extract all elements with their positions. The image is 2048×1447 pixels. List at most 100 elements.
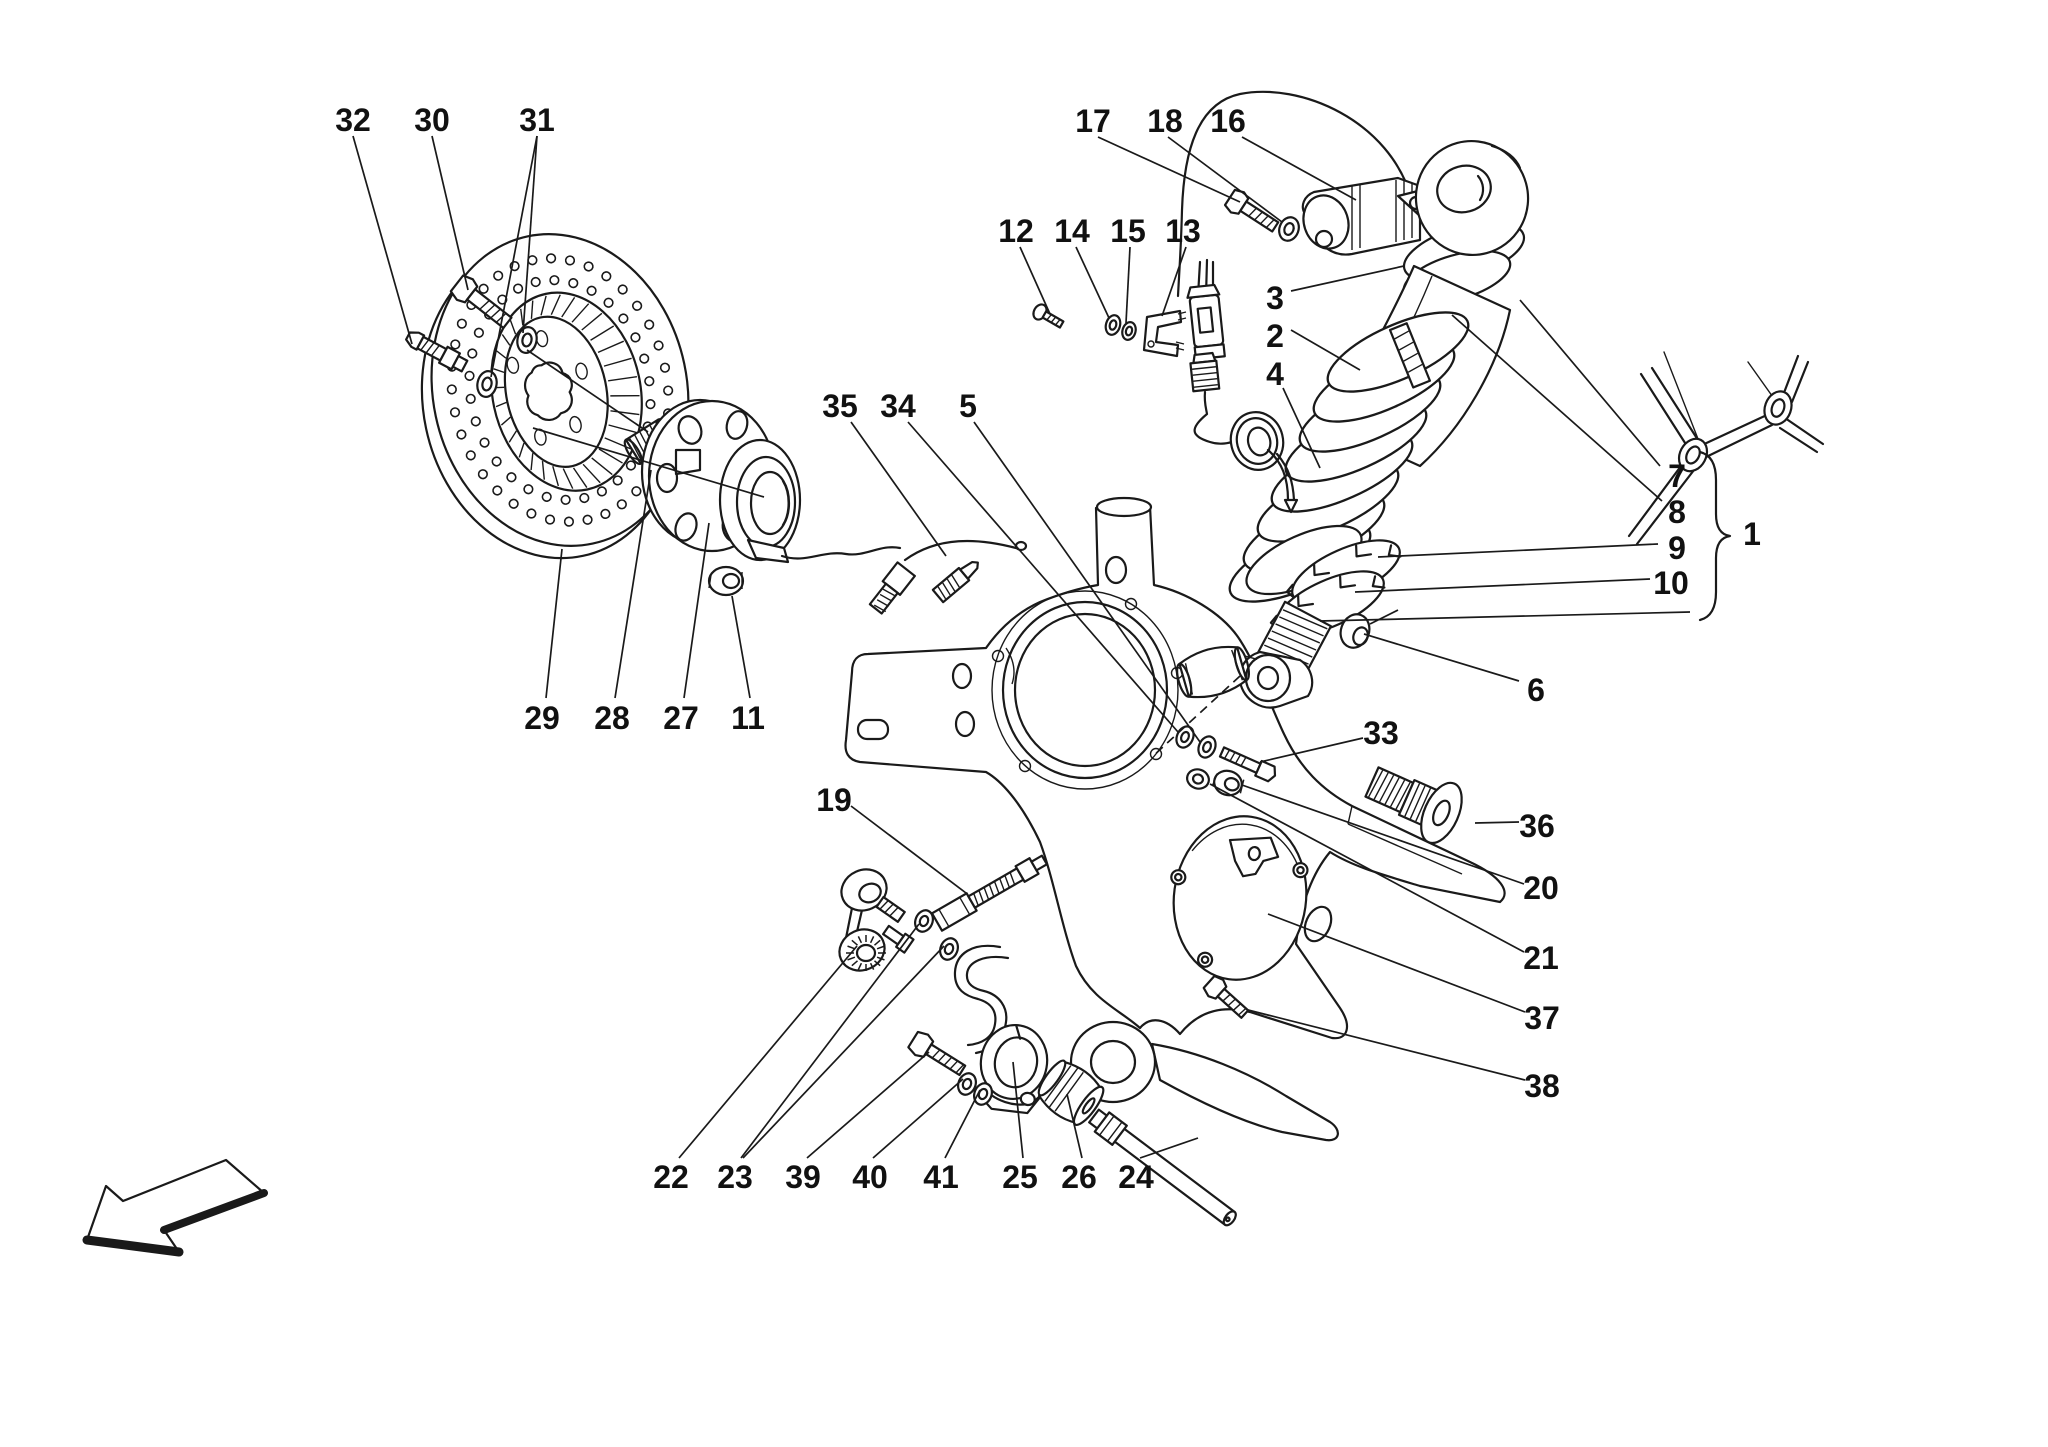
disc-vane	[496, 350, 507, 359]
disc-vane	[520, 308, 524, 326]
disc-vane	[571, 303, 590, 323]
leader-line-38	[1247, 1009, 1526, 1081]
disc-hole	[506, 472, 517, 483]
leader-line-14	[1075, 246, 1110, 319]
disc-hole	[549, 275, 560, 286]
disc-hole	[631, 486, 642, 497]
callout-38: 38	[1524, 1068, 1560, 1104]
callout-40: 40	[852, 1159, 888, 1195]
disc-hole	[586, 285, 597, 296]
leader-line-29	[545, 548, 563, 699]
group-brace	[1698, 450, 1732, 622]
disc-hole	[465, 393, 476, 404]
disc-hole	[645, 399, 656, 410]
disc-hole	[653, 340, 664, 351]
reference-line-0	[1319, 611, 1691, 622]
callout-30: 30	[414, 102, 450, 138]
coil-spring	[1228, 311, 1470, 603]
disc-hole	[568, 278, 579, 289]
callout-2: 2	[1266, 318, 1284, 354]
callout-16: 16	[1210, 103, 1246, 139]
washer-31a	[516, 326, 538, 354]
serration-tick	[873, 960, 881, 967]
leader-line-25	[1012, 1061, 1024, 1159]
leader-line-2	[1290, 329, 1361, 371]
disc-hole	[492, 485, 503, 496]
spring-rod	[1388, 322, 1432, 389]
clip-washer-a	[1104, 314, 1122, 336]
disc-vane	[552, 466, 560, 487]
clip-washer-b	[1121, 321, 1137, 341]
disc-hole	[545, 253, 557, 264]
leader-line-23	[740, 923, 920, 1159]
leader-line-13	[1161, 246, 1187, 317]
disc-hole	[465, 450, 476, 461]
callout-10: 10	[1653, 565, 1689, 601]
callout-12: 12	[998, 213, 1034, 249]
shock-lower-eye	[1244, 653, 1292, 703]
leader-line-31	[490, 135, 538, 378]
callout-8: 8	[1668, 494, 1686, 530]
leader-line-23	[742, 945, 945, 1159]
callout-22: 22	[653, 1159, 689, 1195]
disc-center-cutout	[523, 361, 573, 422]
leader-line-32	[352, 135, 413, 345]
adjuster-cable	[1176, 90, 1414, 298]
disc-hole	[464, 370, 475, 381]
hub-sensor-wire	[780, 546, 902, 560]
lower-arm-branch	[1150, 1042, 1339, 1142]
disc-hole	[530, 276, 541, 288]
leader-line-8	[1451, 314, 1663, 502]
disc-hole	[456, 429, 467, 440]
callout-24: 24	[1118, 1159, 1154, 1195]
cable-clip	[1142, 309, 1187, 358]
cable-grommet	[1229, 411, 1285, 471]
eye-bushing-barrel	[1175, 645, 1258, 699]
leader-line-6	[1363, 633, 1520, 682]
disc-hole	[632, 300, 643, 311]
leader-line-4	[1282, 387, 1321, 469]
callout-21: 21	[1523, 940, 1559, 976]
callout-39: 39	[785, 1159, 821, 1195]
serration-tick	[851, 960, 859, 967]
reference-line-3	[1151, 675, 1241, 758]
canister-washer	[1278, 216, 1300, 242]
callout-11: 11	[731, 700, 765, 736]
callout-7: 7	[1668, 458, 1686, 494]
callout-36: 36	[1519, 808, 1555, 844]
leader-line-31	[522, 135, 538, 334]
leader-line-24	[1139, 1137, 1199, 1159]
wheel-hub	[640, 398, 902, 564]
disc-vane	[572, 467, 588, 488]
disc-hole	[644, 376, 655, 387]
leader-line-16	[1241, 136, 1357, 201]
leader-line-35	[850, 421, 947, 557]
leader-line-5	[973, 421, 1201, 743]
serration-tick	[876, 945, 885, 950]
leader-line-34	[907, 421, 1179, 733]
reference-line-2	[532, 427, 765, 498]
callout-41: 41	[923, 1159, 959, 1195]
wear-sensor-pin	[405, 331, 469, 373]
disc-vane	[598, 448, 623, 464]
callout-15: 15	[1110, 213, 1146, 249]
canister-bolt	[1223, 188, 1280, 233]
disc-vane	[561, 297, 576, 318]
disc-hole	[600, 508, 611, 520]
disc-vane	[582, 463, 601, 484]
disc-hole	[659, 362, 671, 373]
disc-vane	[610, 410, 640, 416]
disc-hole	[467, 348, 478, 359]
disc-hole	[663, 385, 674, 396]
disc-vane	[500, 416, 512, 426]
upright-gasket-ring	[991, 590, 1179, 790]
disc-vane	[530, 453, 534, 471]
serration-tick	[876, 956, 885, 961]
leader-line-7	[1519, 299, 1661, 467]
callout-6: 6	[1527, 672, 1545, 708]
disc-hole	[478, 283, 489, 294]
disc-vane	[562, 468, 574, 489]
disc-vane	[597, 340, 625, 354]
